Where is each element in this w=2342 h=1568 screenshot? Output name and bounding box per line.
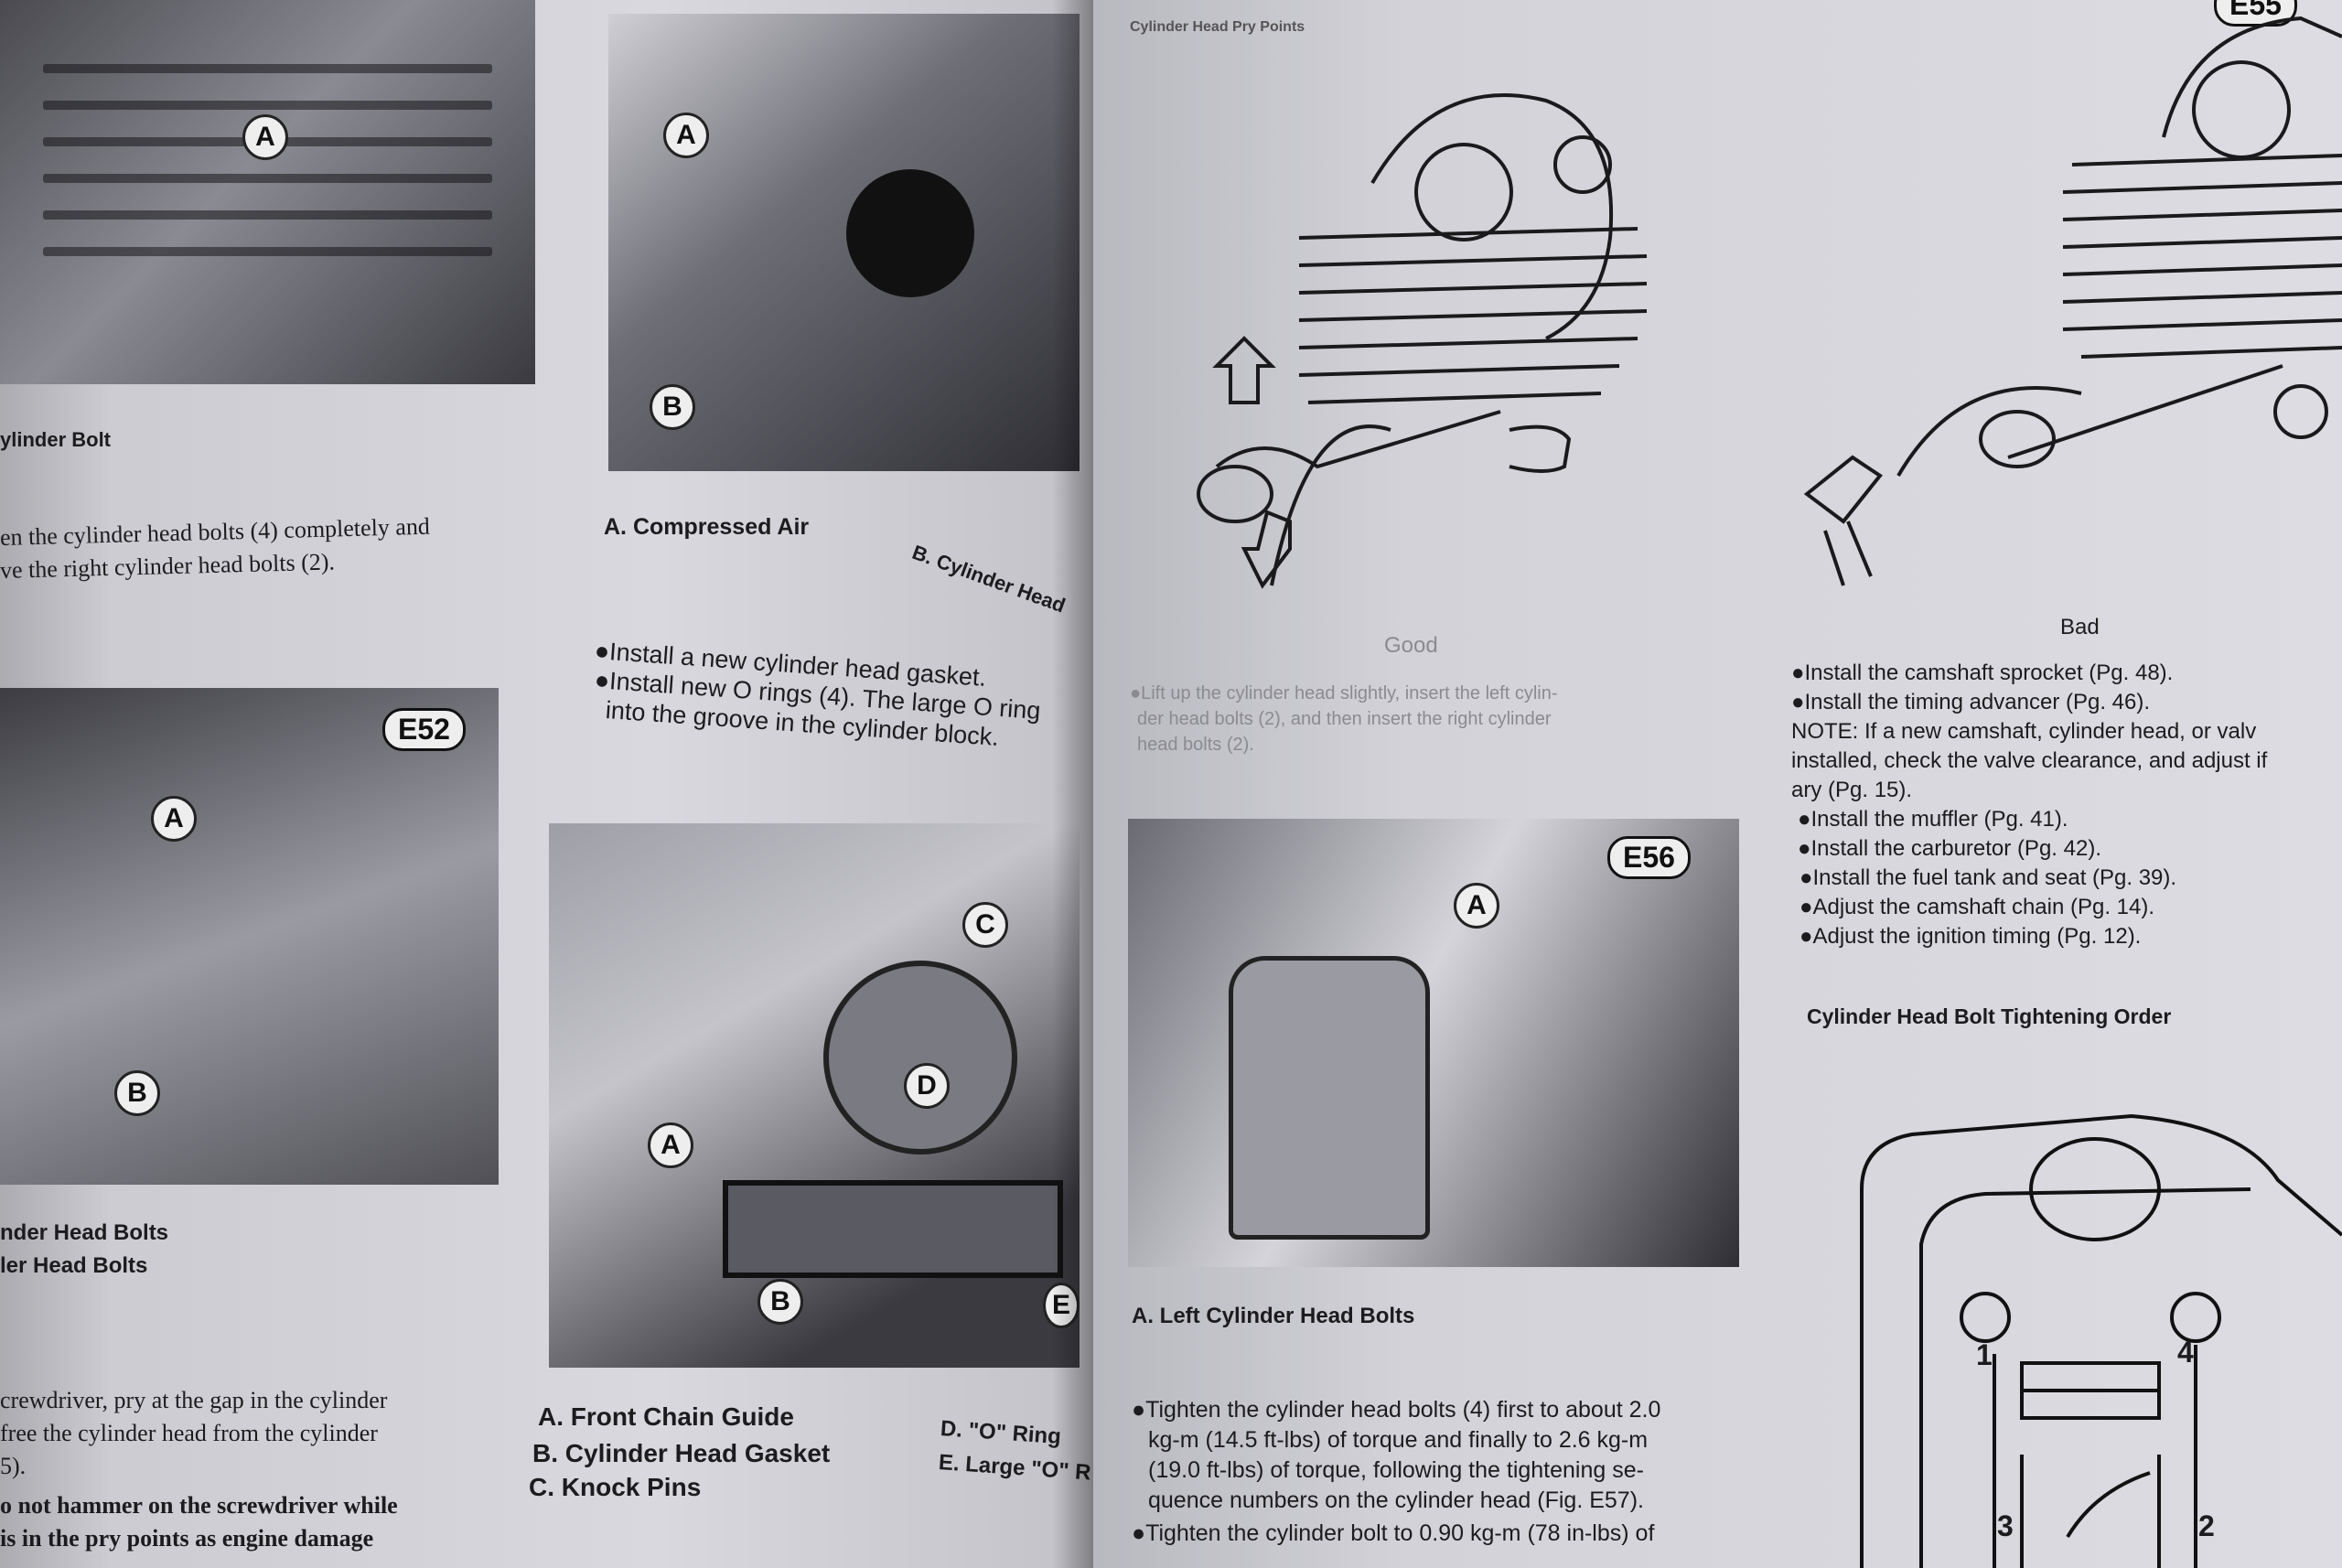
order-number: 3	[1997, 1509, 2014, 1542]
figure-tag-e52: E52	[382, 708, 466, 751]
engine-drawing-good	[1197, 93, 1648, 589]
install-step: ●Install the carburetor (Pg. 42).	[1798, 836, 2101, 861]
order-number: 2	[2198, 1509, 2215, 1542]
callout-a: A	[151, 796, 197, 842]
cylinder-head-shape	[1229, 956, 1430, 1240]
gasket-caption-b: B. Cylinder Head Gasket	[532, 1439, 831, 1467]
callout-a: A	[648, 1122, 693, 1168]
tightening-order-diagram	[1860, 1113, 2342, 1568]
gasket-caption-a: A. Front Chain Guide	[538, 1402, 794, 1431]
pry-text-line: der head bolts (2), and then insert the …	[1137, 709, 1552, 729]
gasket-caption-d: D. "O" Ring	[940, 1416, 1062, 1450]
cylinder-head-photo-e52: A B	[0, 688, 499, 1185]
gasket-caption-c: C. Knock Pins	[529, 1473, 702, 1501]
install-step: ●Install the fuel tank and seat (Pg. 39)…	[1799, 865, 2177, 890]
torque-text-line: kg-m (14.5 ft-lbs) of torque and finally…	[1148, 1427, 1649, 1453]
order-number: 1	[1976, 1338, 1993, 1371]
install-step: ●Install the timing advancer (Pg. 46).	[1791, 690, 2151, 714]
callout-a: A	[663, 113, 709, 158]
right-manual-page: Cylinder Head Pry Points E55 Good	[1093, 0, 2342, 1568]
order-number: 4	[2177, 1336, 2194, 1369]
cylinder-bore	[846, 169, 974, 297]
callout-e: E	[1043, 1283, 1080, 1328]
tightening-order-heading: Cylinder Head Bolt Tightening Order	[1807, 1004, 2172, 1028]
paragraph-line: free the cylinder head from the cylinder	[0, 1420, 378, 1446]
caution-line: o not hammer on the screwdriver while	[0, 1492, 398, 1519]
callout-a: A	[1454, 883, 1499, 929]
paragraph-line: 5).	[0, 1453, 27, 1479]
callout-b: B	[114, 1070, 160, 1116]
photo-caption-b: B. Cylinder Head	[908, 540, 1069, 618]
figure-caption: ylinder Bolt	[0, 428, 112, 451]
gasket-ring	[823, 961, 1017, 1155]
section-heading: Cylinder Head Pry Points	[1130, 19, 1305, 35]
callout-b: B	[757, 1279, 803, 1325]
torque-text-line: (19.0 ft-lbs) of torque, following the t…	[1148, 1457, 1644, 1483]
bad-label: Bad	[2060, 615, 2100, 639]
caution-line: is in the pry points as engine damage	[0, 1525, 374, 1552]
torque-text-line: quence numbers on the cylinder head (Fig…	[1148, 1487, 1644, 1513]
install-step: ●Adjust the ignition timing (Pg. 12).	[1799, 924, 2142, 949]
install-step: ary (Pg. 15).	[1791, 778, 1913, 802]
compressed-air-photo: A B	[608, 14, 1080, 471]
cylinder-head-gasket-photo: C D A B E	[549, 823, 1080, 1368]
torque-text-line: ●Tighten the cylinder head bolts (4) fir…	[1132, 1397, 1661, 1423]
install-step: installed, check the valve clearance, an…	[1791, 748, 2268, 773]
callout-b: B	[650, 384, 695, 430]
figure-tag-e56: E56	[1607, 836, 1691, 879]
callout-d: D	[904, 1063, 950, 1109]
pry-text-line: ●Lift up the cylinder head slightly, ins…	[1130, 683, 1558, 703]
install-step: NOTE: If a new camshaft, cylinder head, …	[1791, 719, 2257, 744]
left-cylinder-head-bolts-photo: A	[1128, 819, 1739, 1267]
install-step: ●Install the camshaft sprocket (Pg. 48).	[1791, 660, 2174, 685]
caption-line: ler Head Bolts	[0, 1253, 148, 1278]
engine-photo-top: A	[0, 0, 535, 384]
install-step: ●Install the muffler (Pg. 41).	[1798, 807, 2068, 832]
caption-line: nder Head Bolts	[0, 1220, 169, 1245]
oil-channel	[723, 1180, 1063, 1278]
paragraph-line: crewdriver, pry at the gap in the cylind…	[0, 1387, 388, 1413]
photo-caption-a: A. Compressed Air	[604, 514, 810, 540]
install-step: ●Adjust the camshaft chain (Pg. 14).	[1799, 895, 2155, 919]
callout-c: C	[962, 902, 1008, 948]
engine-drawing-bad	[1803, 16, 2342, 586]
pry-text-line: head bolts (2).	[1137, 735, 1254, 755]
e56-caption: A. Left Cylinder Head Bolts	[1132, 1304, 1415, 1328]
callout-a: A	[242, 114, 288, 160]
torque-text-line: ●Tighten the cylinder bolt to 0.90 kg-m …	[1132, 1520, 1655, 1546]
good-label: Good	[1384, 633, 1438, 658]
left-manual-page: A ylinder Bolt en the cylinder head bolt…	[0, 0, 1093, 1568]
